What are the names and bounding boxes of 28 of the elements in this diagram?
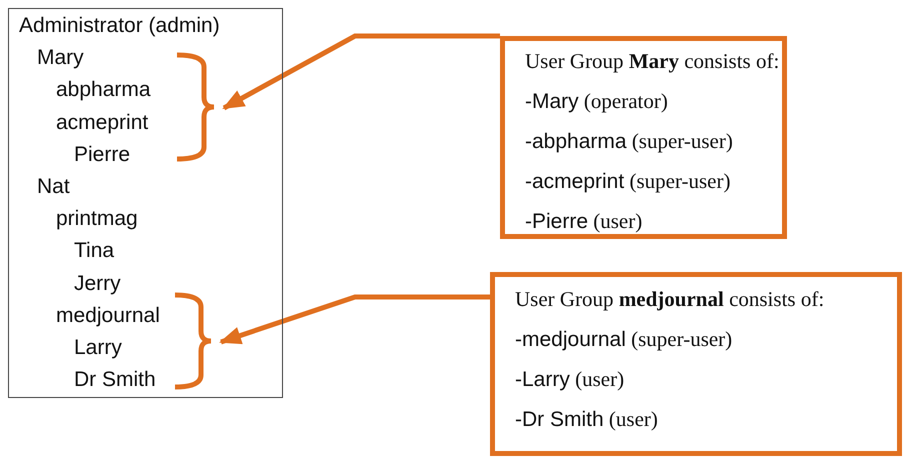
tree-item: Mary (37, 45, 84, 72)
tree-item: Nat (37, 174, 70, 200)
tree-item: Jerry (74, 270, 121, 297)
tree-item: acmeprint (56, 110, 148, 136)
callout-box (500, 36, 787, 239)
arrow (219, 294, 490, 344)
callout-box (490, 272, 902, 456)
member-line: -Larry (user) (515, 366, 624, 393)
tree-item: Dr Smith (74, 367, 156, 394)
curly-brace (176, 52, 216, 162)
member-line: -medjournal (super-user) (515, 326, 732, 353)
group-heading: User Group Mary consists of: (525, 48, 780, 75)
tree-item: abpharma (56, 77, 151, 104)
tree-item: Administrator (admin) (19, 13, 220, 39)
tree-item: Tina (74, 238, 114, 264)
tree-item: medjournal (56, 302, 160, 329)
tree-item: Larry (74, 335, 122, 361)
arrow (222, 34, 500, 110)
member-line: -Mary (operator) (525, 88, 668, 115)
tree-panel (8, 8, 283, 398)
member-line: -Pierre (user) (525, 208, 642, 235)
member-line: -acmeprint (super-user) (525, 168, 730, 195)
group-heading: User Group medjournal consists of: (515, 286, 824, 313)
curly-brace (174, 292, 214, 390)
member-line: -abpharma (super-user) (525, 128, 733, 155)
tree-item: Pierre (74, 142, 130, 168)
tree-item: printmag (56, 206, 138, 232)
member-line: -Dr Smith (user) (515, 406, 658, 433)
